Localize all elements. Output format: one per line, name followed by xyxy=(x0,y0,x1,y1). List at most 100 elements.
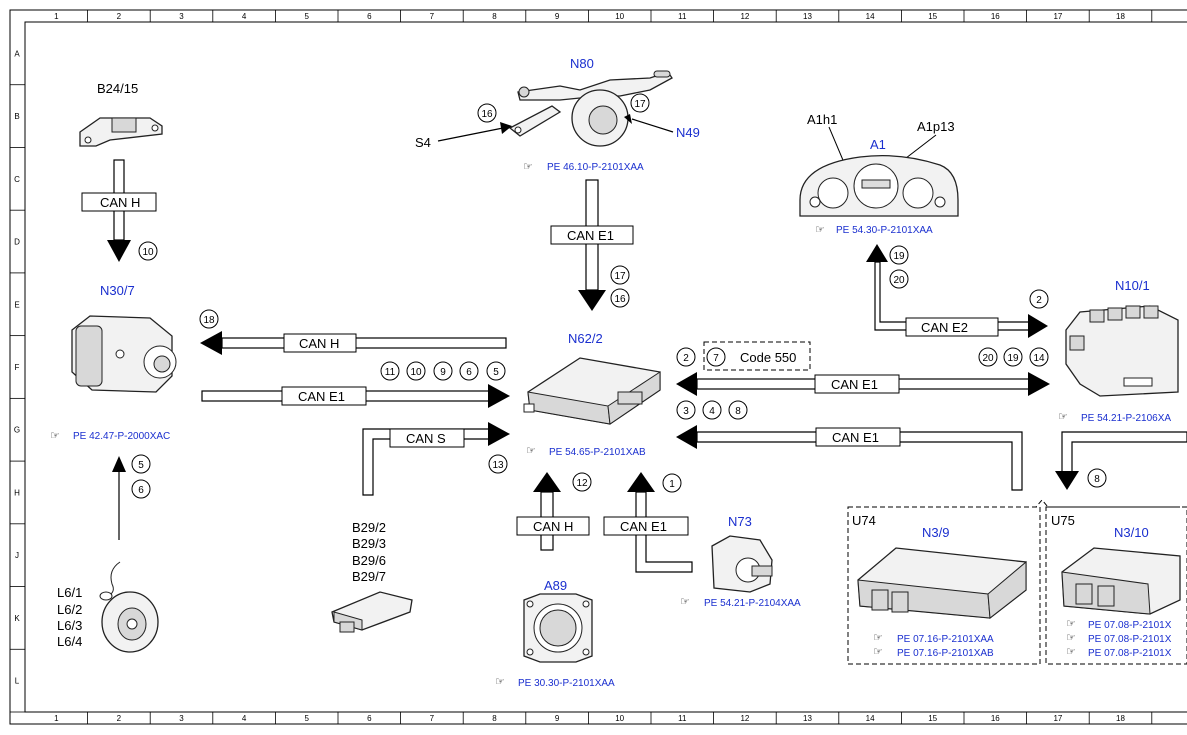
svg-text:9: 9 xyxy=(440,367,446,378)
label-n3-10: N3/10 xyxy=(1114,525,1149,540)
grid-column-label: 6 xyxy=(367,714,372,723)
grid-column-label: 14 xyxy=(866,12,875,21)
n3-10-engine-control-unit-icon xyxy=(1061,547,1181,615)
grid-column-label: 2 xyxy=(117,12,122,21)
grid-column-label: 13 xyxy=(803,714,812,723)
reference-hand-icon: ☞ xyxy=(1066,631,1076,644)
label-a1h1: A1h1 xyxy=(807,112,837,127)
signal-marker: 12 xyxy=(576,478,588,489)
reference-hand-icon: ☞ xyxy=(873,631,883,644)
svg-text:5: 5 xyxy=(493,367,499,378)
bus-label: CAN E1 xyxy=(831,377,878,392)
arrow-left-icon xyxy=(200,331,222,355)
signal-marker: 8 xyxy=(1094,474,1100,485)
grid-column-label: 9 xyxy=(555,12,560,21)
signal-group: 3 4 8 xyxy=(676,400,748,420)
grid-column-label: 8 xyxy=(492,714,497,723)
ref-n10-1[interactable]: PE 54.21-P-2106XA xyxy=(1081,413,1171,424)
ref-n3-10-a[interactable]: PE 07.08-P-2101X xyxy=(1088,620,1172,631)
grid-column-label: 11 xyxy=(678,12,687,21)
grid-row-label: F xyxy=(15,363,20,372)
reference-hand-icon: ☞ xyxy=(1066,645,1076,658)
n10-1-sam-module-icon xyxy=(1065,305,1179,397)
grid-column-label: 4 xyxy=(242,12,247,21)
ref-n80[interactable]: PE 46.10-P-2101XAA xyxy=(547,162,644,173)
ref-n3-10-c[interactable]: PE 07.08-P-2101X xyxy=(1088,648,1172,659)
reference-hand-icon: ☞ xyxy=(873,645,883,658)
grid-row-label: D xyxy=(14,238,20,247)
grid-column-label: 10 xyxy=(615,12,624,21)
grid-row-label: G xyxy=(14,426,20,435)
arrow-up-icon xyxy=(533,472,561,492)
grid-column-label: 8 xyxy=(492,12,497,21)
grid-column-label: 2 xyxy=(117,714,122,723)
signal-marker: 2 xyxy=(683,353,689,364)
arrow-down-icon xyxy=(1055,471,1079,490)
signal-marker: 1 xyxy=(669,479,675,490)
arrow-right-icon xyxy=(488,422,510,446)
grid-row-label: K xyxy=(14,614,20,623)
ref-a89[interactable]: PE 30.30-P-2101XAA xyxy=(518,678,615,689)
grid-row-label: E xyxy=(14,300,19,309)
label-n80: N80 xyxy=(570,56,594,71)
arrow-up-icon xyxy=(866,244,888,262)
u75-group xyxy=(1045,506,1187,665)
ref-n62-2[interactable]: PE 54.65-P-2101XAB xyxy=(549,447,646,458)
signal-marker: 17 xyxy=(634,99,646,110)
label-l6-3: L6/3 xyxy=(57,618,82,633)
ref-a1[interactable]: PE 54.30-P-2101XAA xyxy=(836,225,933,236)
grid-column-label: 14 xyxy=(866,714,875,723)
grid-column-label: 12 xyxy=(740,12,749,21)
bus-label: CAN S xyxy=(406,431,446,446)
ref-n3-10-b[interactable]: PE 07.08-P-2101X xyxy=(1088,634,1172,645)
code-550-box xyxy=(703,341,811,371)
bus-label: CAN E1 xyxy=(620,519,667,534)
grid-column-label: 16 xyxy=(991,714,1000,723)
reference-hand-icon: ☞ xyxy=(1058,410,1068,423)
signal-marker: 18 xyxy=(203,315,215,326)
grid-column-label: 12 xyxy=(740,714,749,723)
label-l6-1: L6/1 xyxy=(57,585,82,600)
label-s4: S4 xyxy=(415,135,431,150)
label-a89: A89 xyxy=(544,578,567,593)
signal-marker: 10 xyxy=(142,247,154,258)
reference-hand-icon: ☞ xyxy=(815,223,825,236)
ref-n73[interactable]: PE 54.21-P-2104XAA xyxy=(704,598,801,609)
label-n3-9: N3/9 xyxy=(922,525,949,540)
signal-marker: 16 xyxy=(481,109,493,120)
signal-marker: 17 xyxy=(614,271,626,282)
reference-hand-icon: ☞ xyxy=(526,444,536,457)
ref-n3-9-a[interactable]: PE 07.16-P-2101XAA xyxy=(897,634,994,645)
frame-border xyxy=(9,9,1187,725)
ref-n3-9-b[interactable]: PE 07.16-P-2101XAB xyxy=(897,648,994,659)
grid-column-label: 17 xyxy=(1053,714,1062,723)
signal-marker: 19 xyxy=(893,251,905,262)
grid-column-label: 11 xyxy=(678,714,687,723)
ref-n30-7[interactable]: PE 42.47-P-2000XAC xyxy=(73,431,170,442)
signal-marker: 16 xyxy=(614,294,626,305)
label-n10-1: N10/1 xyxy=(1115,278,1150,293)
grid-row-label: J xyxy=(15,551,19,560)
label-n49: N49 xyxy=(676,125,700,140)
grid-row-label: H xyxy=(14,488,20,497)
grid-column-label: 3 xyxy=(179,714,184,723)
svg-text:8: 8 xyxy=(735,406,741,417)
signal-marker: 2 xyxy=(1036,295,1042,306)
signal-marker: 20 xyxy=(893,275,905,286)
label-u74: U74 xyxy=(852,513,876,528)
svg-text:3: 3 xyxy=(683,406,689,417)
svg-text:10: 10 xyxy=(410,367,422,378)
reference-hand-icon: ☞ xyxy=(523,160,533,173)
n3-9-engine-control-unit-icon xyxy=(857,547,1027,619)
b29-sensor-icon xyxy=(331,591,413,633)
grid-column-label: 6 xyxy=(367,12,372,21)
reference-hand-icon: ☞ xyxy=(495,675,505,688)
arrow-down-icon xyxy=(107,240,131,262)
l6-wheel-speed-sensor-icon xyxy=(99,561,159,653)
svg-text:6: 6 xyxy=(466,367,472,378)
label-a1p13: A1p13 xyxy=(917,119,955,134)
a1-instrument-cluster-icon xyxy=(799,154,959,217)
svg-text:19: 19 xyxy=(1007,353,1019,364)
